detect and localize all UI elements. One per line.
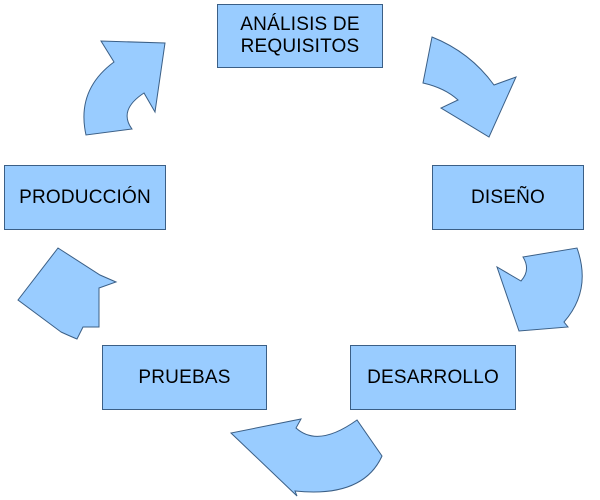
stage-label: DISEÑO: [470, 186, 546, 208]
arrow-pruebas-to-produccion-icon: [17, 247, 118, 340]
stage-produccion: PRODUCCIÓN: [4, 165, 166, 230]
stage-label: ANÁLISIS DE REQUISITOS: [240, 14, 360, 57]
stage-label: PRUEBAS: [138, 366, 231, 388]
arrow-diseno-to-desarrollo-icon: [496, 247, 583, 332]
stage-label: PRODUCCIÓN: [19, 186, 151, 208]
arrow-produccion-to-analisis-icon: [83, 40, 166, 136]
stage-analisis-de-requisitos: ANÁLISIS DE REQUISITOS: [217, 4, 383, 68]
stage-desarrollo: DESARROLLO: [350, 345, 516, 410]
arrow-analisis-to-diseno-icon: [422, 36, 517, 138]
stage-diseno: DISEÑO: [432, 165, 584, 230]
stage-pruebas: PRUEBAS: [102, 345, 267, 410]
arrow-desarrollo-to-pruebas-icon: [229, 418, 383, 497]
stage-label: DESARROLLO: [367, 366, 499, 388]
